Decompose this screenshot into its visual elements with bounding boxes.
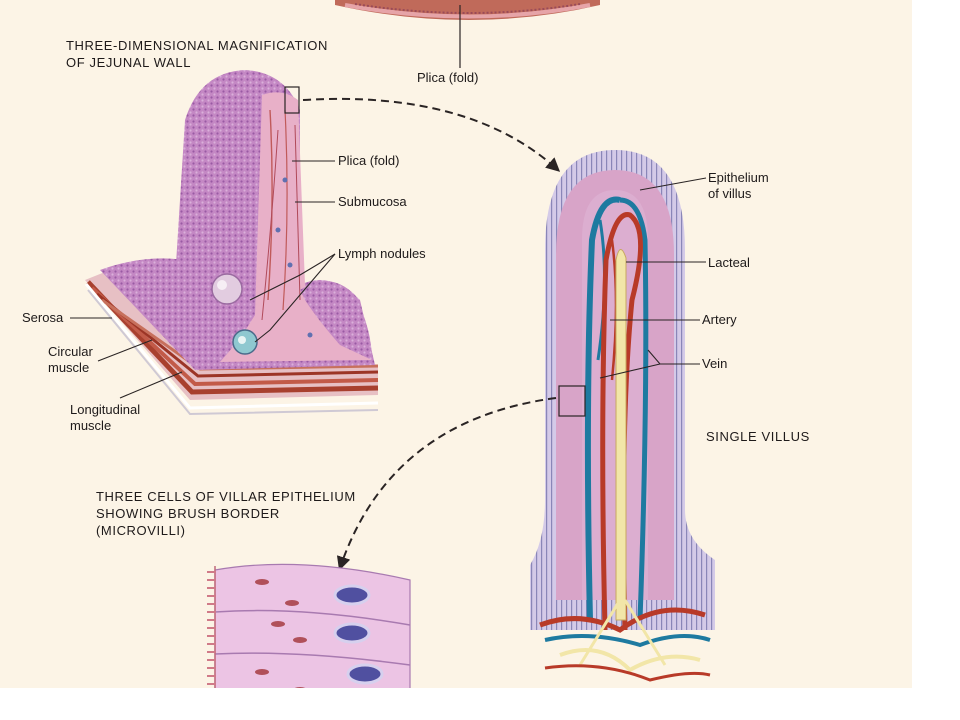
label-artery: Artery <box>702 312 737 327</box>
label-epithelium-line-2: of villus <box>708 186 752 201</box>
villar-epithelium-cells <box>207 563 411 688</box>
arrow-to-villus <box>302 97 561 172</box>
villar-cells-title: THREE CELLS OF VILLAR EPITHELIUM SHOWING… <box>96 488 356 539</box>
label-circular-muscle-line-1: Circular <box>48 344 93 359</box>
villar-cells-title-line-1: THREE CELLS OF VILLAR EPITHELIUM <box>96 489 356 504</box>
label-longitudinal-muscle-line-2: muscle <box>70 418 112 433</box>
jejunum-illustration <box>70 0 715 688</box>
arrow-to-cells <box>336 397 557 571</box>
villar-cells-title-line-3: (MICROVILLI) <box>96 523 186 538</box>
magnification-title-line-2: OF JEJUNAL WALL <box>66 55 192 70</box>
villar-cells-title-line-2: SHOWING BRUSH BORDER <box>96 506 280 521</box>
label-plica-top: Plica (fold) <box>417 70 479 85</box>
label-vein: Vein <box>702 356 728 371</box>
jejunal-wall-block <box>84 70 379 416</box>
label-epithelium-of-villus: Epithelium of villus <box>708 170 769 202</box>
illustration-plate: THREE-DIMENSIONAL MAGNIFICATION OF JEJUN… <box>0 0 912 688</box>
single-villus-title: SINGLE VILLUS <box>706 429 810 444</box>
leader-lines <box>70 160 707 399</box>
top-plica-fragment <box>335 0 600 20</box>
label-longitudinal-muscle: Longitudinal muscle <box>70 402 140 434</box>
label-longitudinal-muscle-line-1: Longitudinal <box>70 402 141 417</box>
magnification-title-line-1: THREE-DIMENSIONAL MAGNIFICATION <box>66 38 329 53</box>
label-serosa: Serosa <box>22 310 64 325</box>
magnification-inset-box <box>284 86 300 114</box>
label-circular-muscle-line-2: muscle <box>48 360 90 375</box>
label-submucosa: Submucosa <box>338 194 407 209</box>
magnification-title: THREE-DIMENSIONAL MAGNIFICATION OF JEJUN… <box>66 37 328 71</box>
label-plica-fold: Plica (fold) <box>338 153 400 168</box>
single-villus <box>530 150 715 682</box>
label-circular-muscle: Circular muscle <box>48 344 93 376</box>
label-lymph-nodules: Lymph nodules <box>338 246 426 261</box>
label-epithelium-line-1: Epithelium <box>708 170 769 185</box>
villus-inset-box <box>558 385 586 417</box>
label-lacteal: Lacteal <box>708 255 750 270</box>
